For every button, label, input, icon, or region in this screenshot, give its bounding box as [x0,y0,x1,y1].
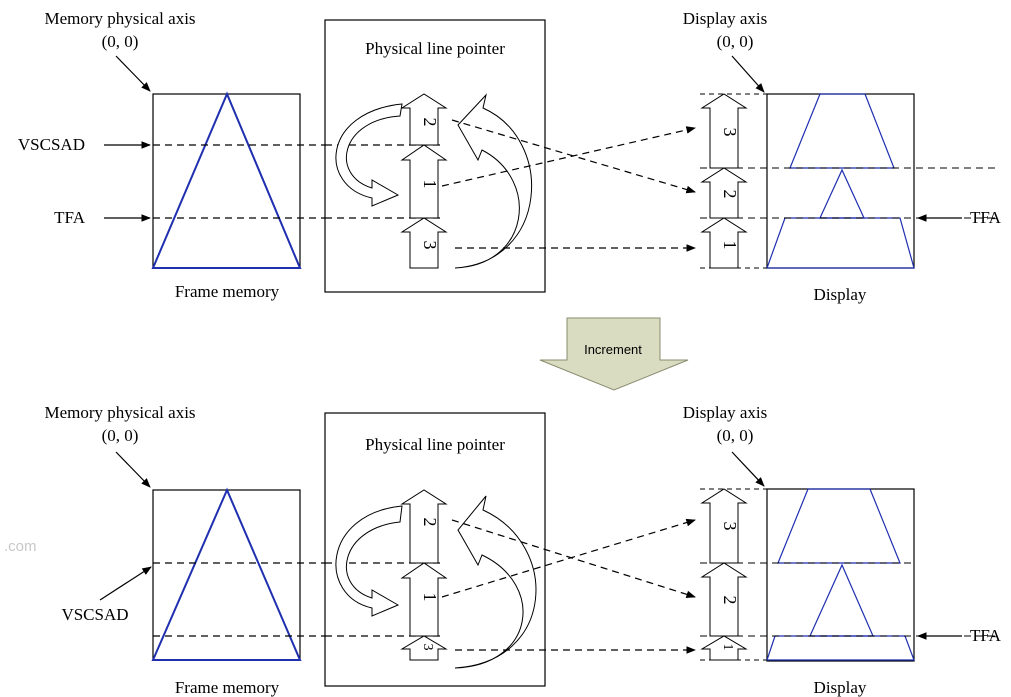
curved-arrow-1-to-top [454,495,537,669]
vscsad-label: VSCSAD [18,135,85,154]
increment-arrow: Increment [539,317,689,391]
connector-3 [441,126,696,187]
memory-axis-label: Memory physical axis [44,403,195,422]
pointer-block-1 [400,217,448,269]
display-block-2 [700,562,748,637]
curved-arrow-2-to-3 [335,505,403,617]
connector-3 [441,518,696,598]
increment-arrow-shape [539,317,689,391]
vscsad-arrow [99,566,152,601]
bottom-section: Memory physical axis (0, 0) .com Frame m… [4,403,1002,697]
increment-label: Increment [584,342,642,357]
display-label: Display [814,678,867,697]
frame-memory-box [152,489,301,661]
pointer-number-1: 3 [420,644,435,651]
display-block-1 [700,217,748,269]
pointer-block-3 [400,144,448,219]
pointer-title: Physical line pointer [365,435,505,454]
vscsad-label: VSCSAD [61,605,128,624]
pointer-number-2: 2 [420,518,440,527]
tfa-left-label: TFA [54,208,86,227]
display-number-2: 2 [720,596,740,605]
display-number-3: 3 [720,128,740,137]
tfa-right-label: TFA [970,208,1002,227]
display-block-1 [700,635,748,661]
memory-axis-origin: (0, 0) [102,426,139,445]
frame-memory-label: Frame memory [175,678,280,697]
display-trapezoid-top [789,93,895,169]
memory-axis-origin: (0, 0) [102,32,139,51]
pointer-block-1 [400,635,448,661]
pointer-block-2 [400,93,448,146]
display-block-3 [700,93,748,169]
top-section: Memory physical axis (0, 0) Frame memory… [18,9,1002,304]
display-box [766,488,915,662]
display-origin-arrow [731,451,765,487]
display-block-2 [700,167,748,219]
frame-memory-box [152,93,301,269]
pointer-number-1: 3 [420,241,440,250]
display-number-1: 1 [720,241,740,250]
memory-axis-label: Memory physical axis [44,9,195,28]
display-block-3 [700,488,748,564]
display-axis-origin: (0, 0) [717,32,754,51]
pointer-title: Physical line pointer [365,39,505,58]
pointer-block-2 [400,489,448,564]
display-number-1: 1 [720,644,735,651]
pointer-number-3: 1 [420,180,440,189]
watermark-text: .com [4,538,37,555]
display-origin-arrow [731,55,765,93]
connector-2 [451,519,696,599]
curved-arrow-2-to-3 [335,103,403,207]
frame-memory-triangle [151,91,302,269]
tfa-right-label: TFA [970,626,1002,645]
frame-memory-triangle [151,487,302,661]
display-number-3: 3 [720,522,740,531]
pointer-number-2: 2 [420,118,440,127]
display-trapezoid-top [777,488,901,564]
display-trapezoid-bottom [766,635,915,661]
display-number-2: 2 [720,190,740,199]
display-triangle-mid [809,563,874,637]
display-axis-label: Display axis [683,9,768,28]
display-box [766,93,915,269]
display-axis-origin: (0, 0) [717,426,754,445]
memory-origin-arrow [115,55,151,92]
frame-memory-label: Frame memory [175,282,280,301]
display-label: Display [814,285,867,304]
memory-origin-arrow [115,451,151,488]
display-axis-label: Display axis [683,403,768,422]
pointer-block-3 [400,562,448,637]
display-triangle-mid [819,168,865,219]
display-trapezoid-bottom [766,217,915,269]
pointer-number-3: 1 [420,593,440,602]
